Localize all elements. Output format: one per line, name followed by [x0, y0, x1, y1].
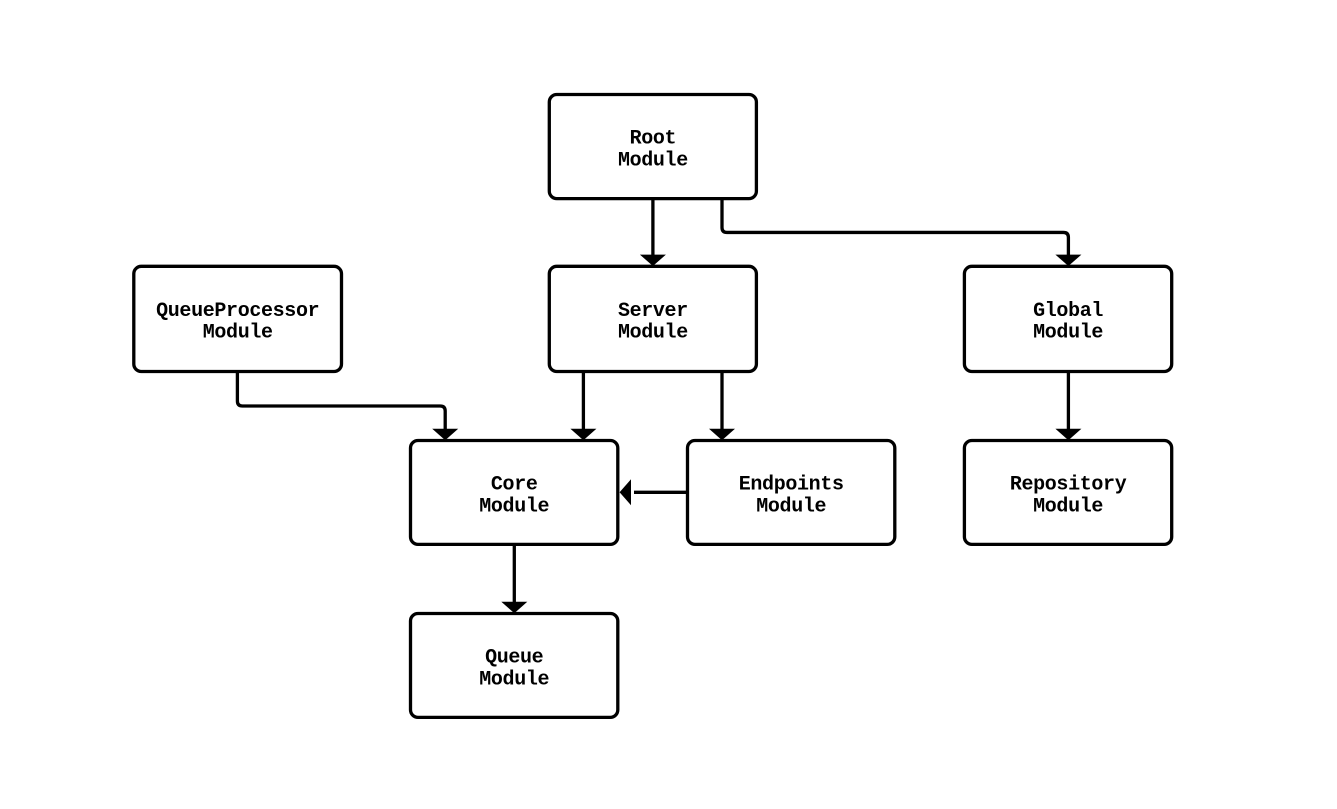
svg-text:Endpoints: Endpoints — [739, 473, 844, 496]
svg-text:Core: Core — [491, 473, 538, 496]
svg-text:Module: Module — [479, 668, 549, 691]
svg-text:Module: Module — [618, 322, 688, 345]
svg-text:Queue: Queue — [485, 646, 544, 669]
svg-text:Global: Global — [1033, 300, 1103, 323]
svg-text:Module: Module — [1033, 322, 1103, 345]
svg-text:Repository: Repository — [1010, 473, 1127, 496]
svg-text:Module: Module — [1033, 495, 1103, 518]
svg-text:Module: Module — [479, 495, 549, 518]
svg-text:Root: Root — [630, 127, 677, 150]
svg-text:Module: Module — [756, 495, 826, 518]
svg-text:Server: Server — [618, 300, 688, 323]
svg-text:QueueProcessor: QueueProcessor — [156, 300, 319, 323]
svg-text:Module: Module — [618, 149, 688, 172]
svg-text:Module: Module — [203, 322, 273, 345]
